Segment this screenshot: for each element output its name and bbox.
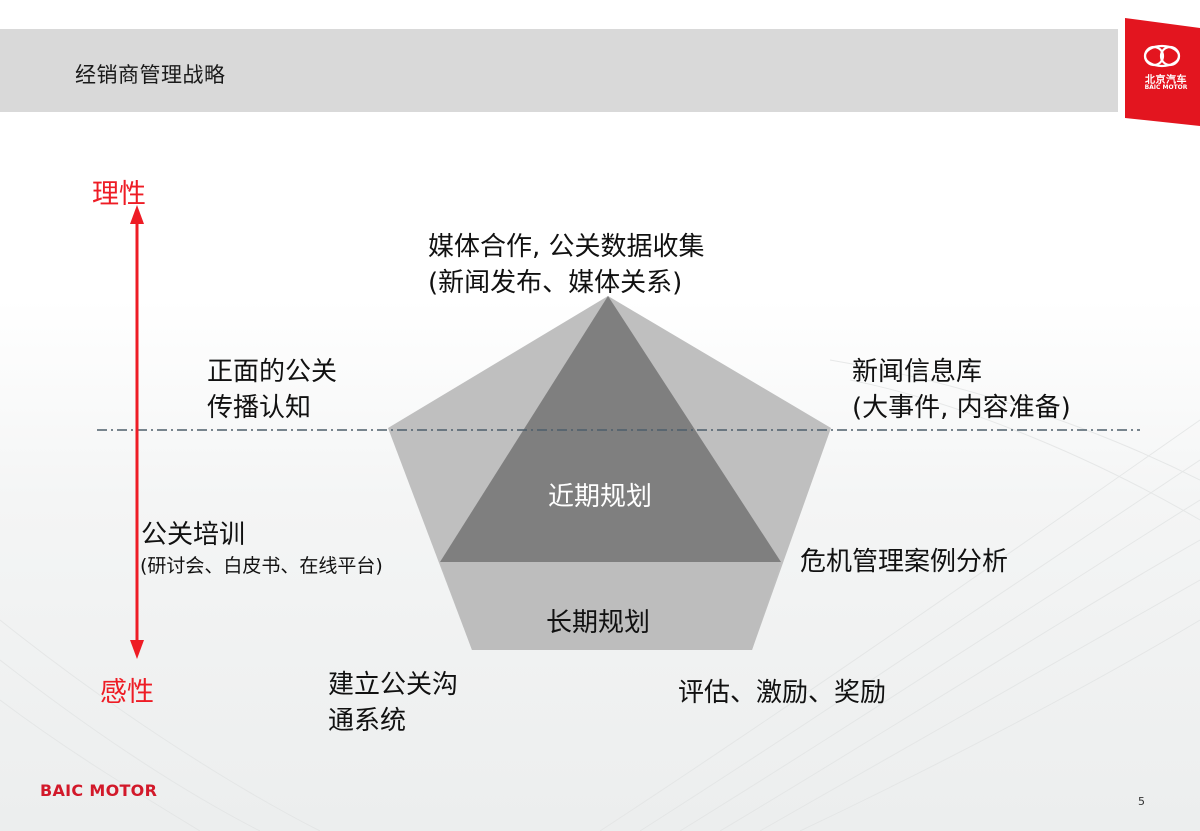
inner-triangle — [440, 296, 781, 562]
axis-top-label: 理性 — [92, 179, 146, 210]
upper-right-label-line1: 新闻信息库 — [852, 357, 983, 387]
top-label-line1: 媒体合作, 公关数据收集 — [428, 232, 705, 262]
left-label-line2: (研讨会、白皮书、在线平台) — [140, 555, 383, 577]
arrow-down-icon — [130, 640, 144, 659]
page-title: 经销商管理战略 — [75, 63, 226, 87]
brand-logo-block — [1125, 18, 1200, 126]
long-term-plan-label: 长期规划 — [546, 608, 651, 638]
logo-name-en: BAIC MOTOR — [1144, 84, 1188, 91]
header-bar: 经销商管理战略 — [0, 29, 1118, 112]
upper-left-label-line2: 传播认知 — [207, 393, 312, 423]
top-label-line2: (新闻发布、媒体关系) — [428, 268, 683, 298]
upper-right-label-line2: (大事件, 内容准备) — [852, 393, 1071, 423]
rational-emotional-axis-arrow — [130, 205, 144, 659]
arrow-up-icon — [130, 205, 144, 224]
left-label-line1: 公关培训 — [141, 520, 246, 550]
footer-brand-logo: BAIC MOTOR — [40, 781, 158, 800]
axis-bottom-label: 感性 — [100, 677, 154, 708]
bottom-right-label: 评估、激励、奖励 — [678, 678, 887, 708]
page-number: 5 — [1138, 795, 1145, 808]
bottom-left-label-line1: 建立公关沟 — [328, 670, 459, 700]
right-label-text: 危机管理案例分析 — [800, 547, 1009, 577]
bottom-left-label-line2: 通系统 — [328, 706, 407, 736]
logo-name-cn: 北京汽车 — [1145, 75, 1187, 86]
upper-left-label-line1: 正面的公关 — [207, 357, 338, 387]
near-term-plan-label: 近期规划 — [548, 482, 653, 512]
long-term-band — [440, 562, 781, 650]
baic-emblem-icon — [1143, 44, 1181, 68]
